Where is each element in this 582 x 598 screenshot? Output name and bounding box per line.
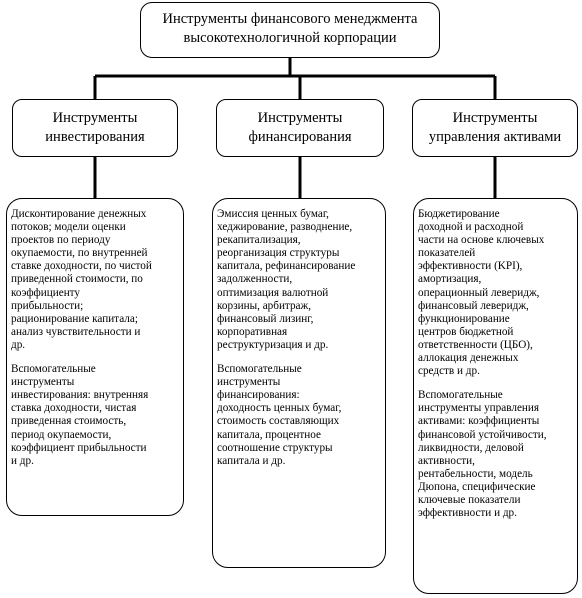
- detail-text-line: стоимость составляющих: [217, 415, 340, 428]
- detail-text-line: ответственности (ЦБО),: [418, 338, 533, 351]
- detail-text-line: инструменты: [11, 376, 75, 389]
- detail-text-line: капитала, процентное: [217, 428, 321, 441]
- detail-text-line: оптимизация валютной: [217, 286, 329, 299]
- detail-text-line: Вспомогательные: [217, 363, 302, 376]
- detail-text-line: Вспомогательные: [418, 389, 503, 402]
- detail-text-line: активами: коэффициенты: [418, 415, 540, 428]
- detail-text-line: потоков; модели оценки: [11, 221, 126, 234]
- detail-text-line: ликвидности, деловой: [418, 441, 524, 454]
- detail-text-line: инструменты: [217, 376, 281, 389]
- detail-text-line: функционирование: [418, 312, 510, 325]
- main-tools-paragraph: Эмиссия ценных бумаг,хеджирование, разво…: [217, 208, 381, 352]
- detail-text-line: рентабельности, модель: [418, 467, 533, 480]
- detail-text-line: рекапитализация,: [217, 234, 301, 247]
- detail-text-line: инвестирования: внутренняя: [11, 389, 149, 402]
- detail-text-line: доходность ценных бумаг,: [217, 402, 342, 415]
- detail-text-line: аллокация денежных: [418, 352, 519, 365]
- detail-text-line: реструктуризация и др.: [217, 338, 329, 351]
- detail-text-line: проектов по периоду: [11, 234, 111, 247]
- detail-text-line: Дисконтирование денежных: [11, 208, 147, 220]
- category-title-line: Инструменты: [52, 110, 138, 126]
- detail-text-line: средств и др.: [418, 365, 480, 378]
- detail-text-line: Бюджетирование: [418, 208, 500, 220]
- detail-text-line: показателей: [418, 247, 476, 260]
- detail-text-line: доходной и расходной: [418, 221, 524, 234]
- detail-text-line: эффективности (KPI),: [418, 260, 523, 273]
- root-title-line: высокотехнологичной корпорации: [183, 30, 397, 46]
- detail-text-line: финансирования:: [217, 389, 300, 402]
- detail-text-line: Эмиссия ценных бумаг,: [217, 208, 329, 220]
- detail-text-line: коэффициенту: [11, 286, 81, 299]
- category-title-line: финансирования: [248, 129, 352, 145]
- detail-text-line: финансовой устойчивости,: [418, 428, 547, 441]
- detail-text-line: корзины, арбитраж,: [217, 299, 312, 312]
- detail-text-line: приведенной стоимости, по: [11, 273, 143, 286]
- detail-text-line: период окупаемости,: [11, 428, 112, 441]
- category-node-assets: Инструменты управления активами: [412, 99, 578, 157]
- category-node-financing: Инструменты финансирования: [216, 99, 384, 157]
- root-title-line: Инструменты финансового менеджмента: [162, 11, 418, 27]
- detail-text-line: соотношение структуры: [217, 441, 333, 454]
- detail-text-line: реорганизация структуры: [217, 247, 340, 260]
- detail-text-line: ставке доходности, по чистой: [11, 260, 152, 273]
- detail-text-line: корпоративная: [217, 325, 288, 338]
- detail-text-line: операционный леверидж,: [418, 286, 540, 299]
- detail-text-line: финансовый леверидж,: [418, 299, 529, 312]
- detail-text-line: анализ чувствительности и: [11, 325, 141, 338]
- detail-text-line: Дюпона, специфические: [418, 480, 536, 493]
- detail-text-line: рационирование капитала;: [11, 312, 138, 325]
- detail-text-line: Вспомогательные: [11, 363, 96, 376]
- root-node: Инструменты финансового менеджмента высо…: [140, 2, 440, 58]
- detail-text-line: инструменты управления: [418, 402, 540, 415]
- detail-node-financing: Эмиссия ценных бумаг,хеджирование, разво…: [212, 198, 386, 568]
- detail-text-line: центров бюджетной: [418, 325, 514, 338]
- detail-text-line: и др.: [11, 454, 34, 467]
- detail-text-line: капитала, рефинансирование: [217, 260, 356, 273]
- detail-text-line: части на основе ключевых: [418, 234, 545, 247]
- category-title-line: Инструменты: [257, 110, 343, 126]
- category-title-line: инвестирования: [45, 129, 145, 145]
- detail-text-line: ключевые показатели: [418, 493, 521, 506]
- detail-text-line: прибыльности;: [11, 299, 84, 312]
- detail-text-line: приведенная стоимость,: [11, 415, 127, 428]
- detail-text-line: активности,: [418, 454, 475, 467]
- detail-text-line: коэффициент прибыльности: [11, 441, 147, 454]
- detail-text-line: задолженности,: [217, 273, 293, 286]
- detail-text-line: эффективности и др.: [418, 507, 517, 520]
- detail-text-line: капитала и др.: [217, 454, 286, 467]
- detail-text-line: ставка доходности, чистая: [11, 402, 137, 415]
- category-title-line: Инструменты: [452, 110, 538, 126]
- detail-text-line: амортизация,: [418, 273, 482, 286]
- category-title-line: управления активами: [428, 129, 562, 145]
- detail-text-line: финансовый лизинг,: [217, 312, 314, 325]
- detail-text-line: хеджирование, разводнение,: [217, 221, 353, 234]
- detail-text-line: окупаемости, по внутренней: [11, 247, 148, 260]
- category-node-investing: Инструменты инвестирования: [12, 99, 178, 157]
- detail-text-line: др.: [11, 338, 26, 351]
